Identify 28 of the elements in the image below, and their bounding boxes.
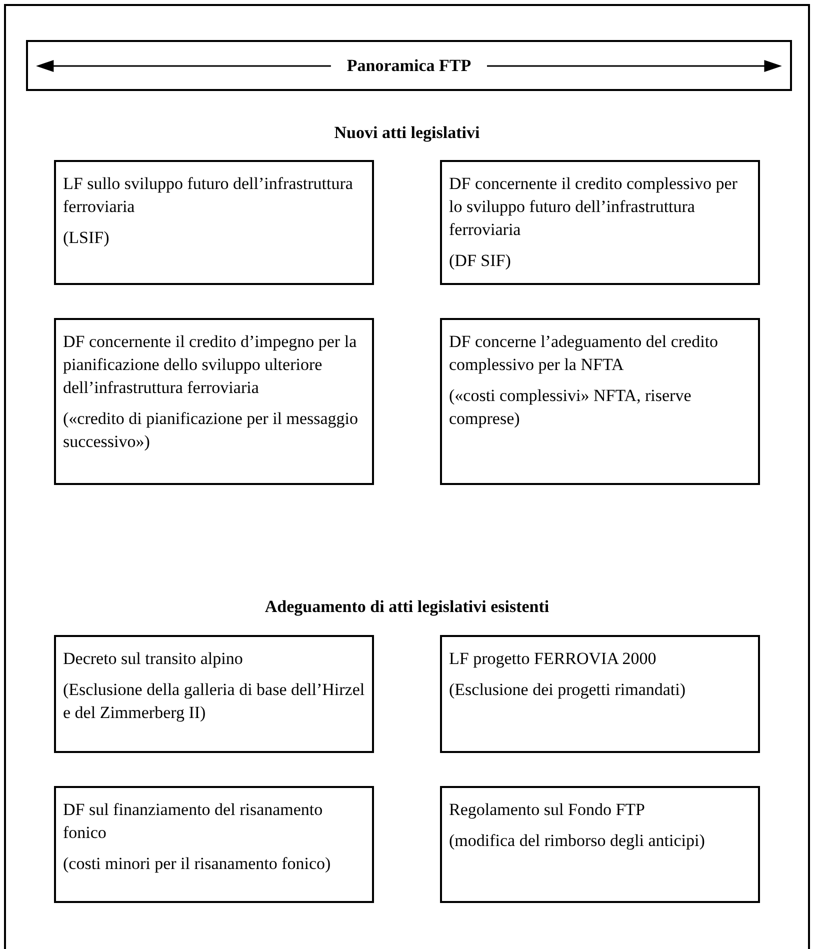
act-title: DF concernente il credito complessivo per lo sviluppo futuro dell’infrastruttura ferroviaria <box>449 173 738 241</box>
banner-title: Panoramica FTP <box>346 54 472 77</box>
act-title: DF sul finanziamento del risanamento fonico <box>63 799 324 844</box>
act-note: (Esclusione dei progetti rimandati) <box>449 679 687 701</box>
act-title: Regolamento sul Fondo FTP <box>449 799 646 821</box>
act-note: (DF SIF) <box>449 250 512 272</box>
act-note: («costi complessivi» NFTA, riserve comprese) <box>449 385 692 430</box>
act-box <box>54 160 374 285</box>
act-note: (modifica del rimborso degli anticipi) <box>449 830 706 852</box>
act-note: (Esclusione della galleria di base dell’Hirzel e del Zimmerberg II) <box>63 679 365 724</box>
act-box <box>54 318 374 485</box>
section-heading: Adeguamento di atti legislativi esistenti <box>264 596 550 618</box>
act-box <box>440 160 760 285</box>
act-box <box>54 786 374 903</box>
act-note: («credito di pianificazione per il messaggio successivo») <box>63 408 360 453</box>
act-box <box>440 786 760 903</box>
act-title: DF concernente il credito d’impegno per la pianificazione dello sviluppo ulteriore dell’infrastruttura ferroviaria <box>63 331 358 399</box>
act-title: DF concerne l’adeguamento del credito complessivo per la NFTA <box>449 331 720 376</box>
act-box <box>440 318 760 485</box>
act-title: Decreto sul transito alpino <box>63 648 244 670</box>
act-title: LF progetto FERROVIA 2000 <box>449 648 658 670</box>
act-box <box>54 635 374 753</box>
act-box <box>440 635 760 753</box>
act-title: LF sullo sviluppo futuro dell’infrastruttura ferroviaria <box>63 173 354 218</box>
section-heading: Nuovi atti legislativi <box>333 122 481 144</box>
act-note: (costi minori per il risanamento fonico) <box>63 853 332 875</box>
banner-box <box>26 40 792 91</box>
act-note: (LSIF) <box>63 227 110 249</box>
